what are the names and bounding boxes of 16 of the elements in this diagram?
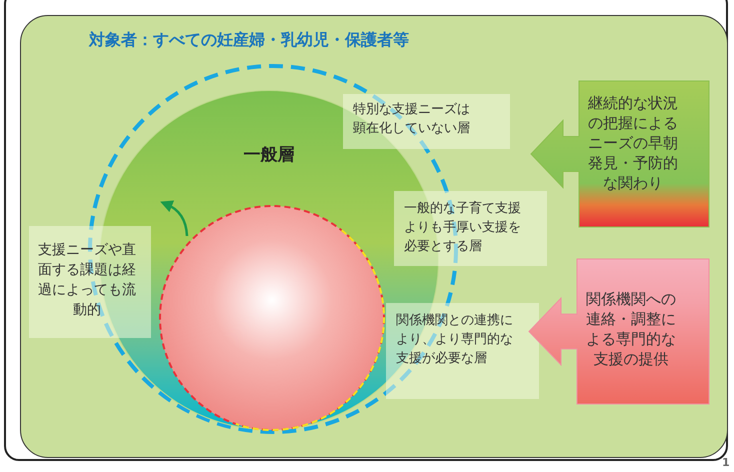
page-number: 1 <box>722 456 730 469</box>
arrow-text: 関係機関への連絡・調整による専門的な支援の提供 <box>585 289 677 369</box>
note-text: 関係機関との連携により、より専門的な支援が必要な層 <box>396 312 514 368</box>
note-text: 支援ニーズや直面する課題は経過によっても流動的 <box>37 241 138 320</box>
note-text: 特別な支援ニーズは顕在化していない層 <box>353 101 471 138</box>
panel-heading: 対象者：すべての妊産婦・乳幼児・保護者等 <box>89 30 409 51</box>
block-arrow <box>531 81 709 227</box>
block-arrow <box>529 259 709 404</box>
note-text: 一般的な子育て支援よりも手厚い支援を必要とする層 <box>404 200 522 256</box>
note-box <box>29 226 151 338</box>
arrow-text: 継続的な状況の把握によるニーズの早朝発見・予防的な関わり <box>587 93 679 193</box>
note-box <box>386 303 539 399</box>
background-panel <box>20 15 728 458</box>
note-box <box>394 191 547 266</box>
layer-label: 一般層 <box>242 144 296 166</box>
note-box <box>343 94 510 149</box>
